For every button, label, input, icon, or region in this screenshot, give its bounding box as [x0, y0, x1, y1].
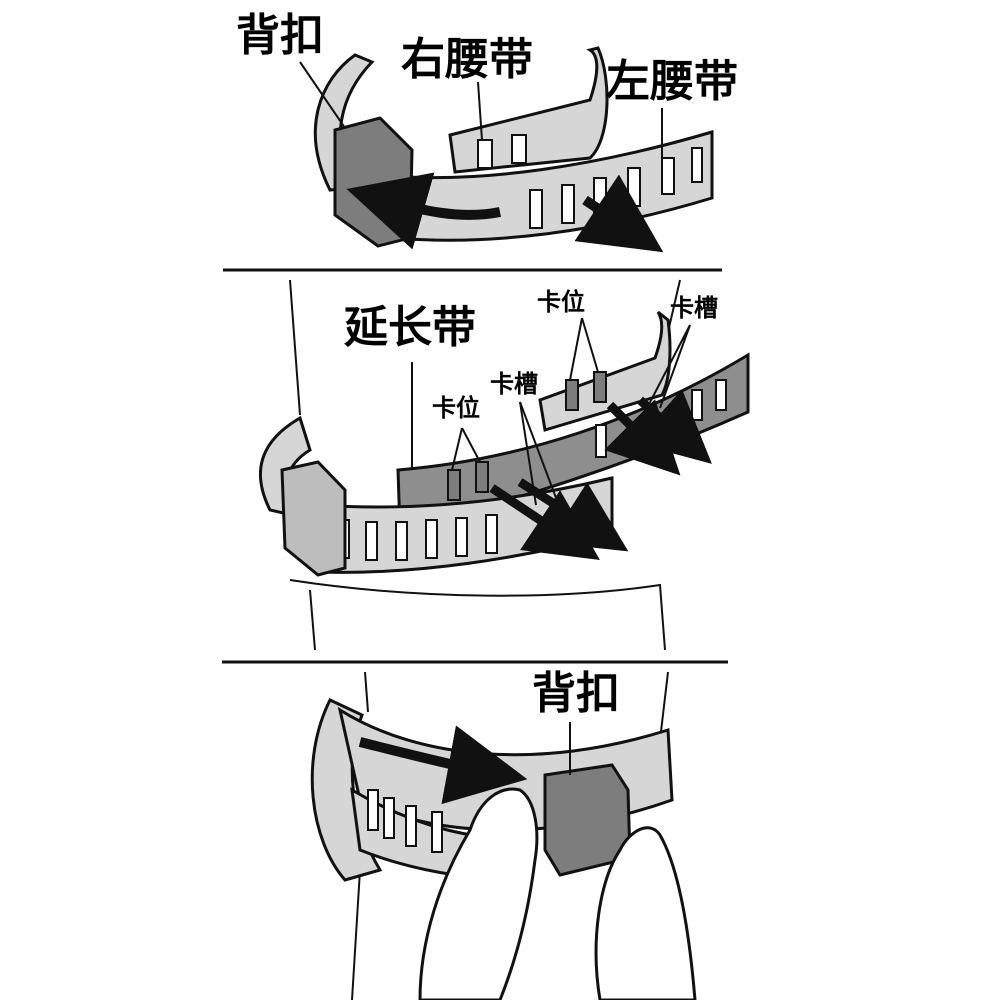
- label-back-buckle: 背扣: [236, 10, 324, 61]
- right-hand: [594, 826, 697, 1000]
- panel-3-fasten: [310, 671, 697, 1000]
- back-buckle-panel2: [280, 460, 347, 577]
- leader-slot: [519, 401, 557, 499]
- leader-latch: [569, 317, 583, 381]
- latch: [565, 379, 579, 411]
- latch: [593, 371, 607, 403]
- label-latch: 卡位: [537, 288, 585, 316]
- label-slot: 卡槽: [490, 370, 538, 398]
- leader-latch: [461, 427, 481, 463]
- leader-slot: [519, 401, 537, 506]
- latch: [447, 469, 461, 501]
- right-waistband-latch: [477, 139, 493, 169]
- label-latch: 卡位: [432, 394, 480, 422]
- latch: [475, 461, 489, 493]
- label-extension-band: 延长带: [344, 302, 476, 353]
- shirt-hem: [289, 579, 666, 651]
- torso-outline: [351, 671, 669, 1000]
- panel-1-separate-bands: [299, 46, 714, 253]
- leader-latch: [581, 317, 599, 373]
- label-left-waistband: 左腰带: [606, 56, 738, 107]
- leader-latch: [451, 427, 463, 471]
- back-buckle: [333, 116, 414, 248]
- belt-slots: [367, 789, 443, 853]
- left-hand: [418, 787, 539, 1000]
- insert-arrow-right: [574, 174, 664, 253]
- leader-back-buckle: [299, 61, 346, 129]
- fasten-arrow: [358, 725, 528, 805]
- leader-slot: [659, 324, 691, 409]
- label-back-buckle: 背扣: [532, 668, 620, 719]
- right-waistband-latch: [511, 134, 527, 164]
- leader-slot: [644, 324, 691, 413]
- label-right-waistband: 右腰带: [401, 34, 533, 85]
- insert-arrow-left: [346, 172, 501, 250]
- label-slot: 卡槽: [670, 294, 718, 322]
- leader-right-waistband: [477, 81, 483, 141]
- panel-2-extension-band: [259, 279, 750, 651]
